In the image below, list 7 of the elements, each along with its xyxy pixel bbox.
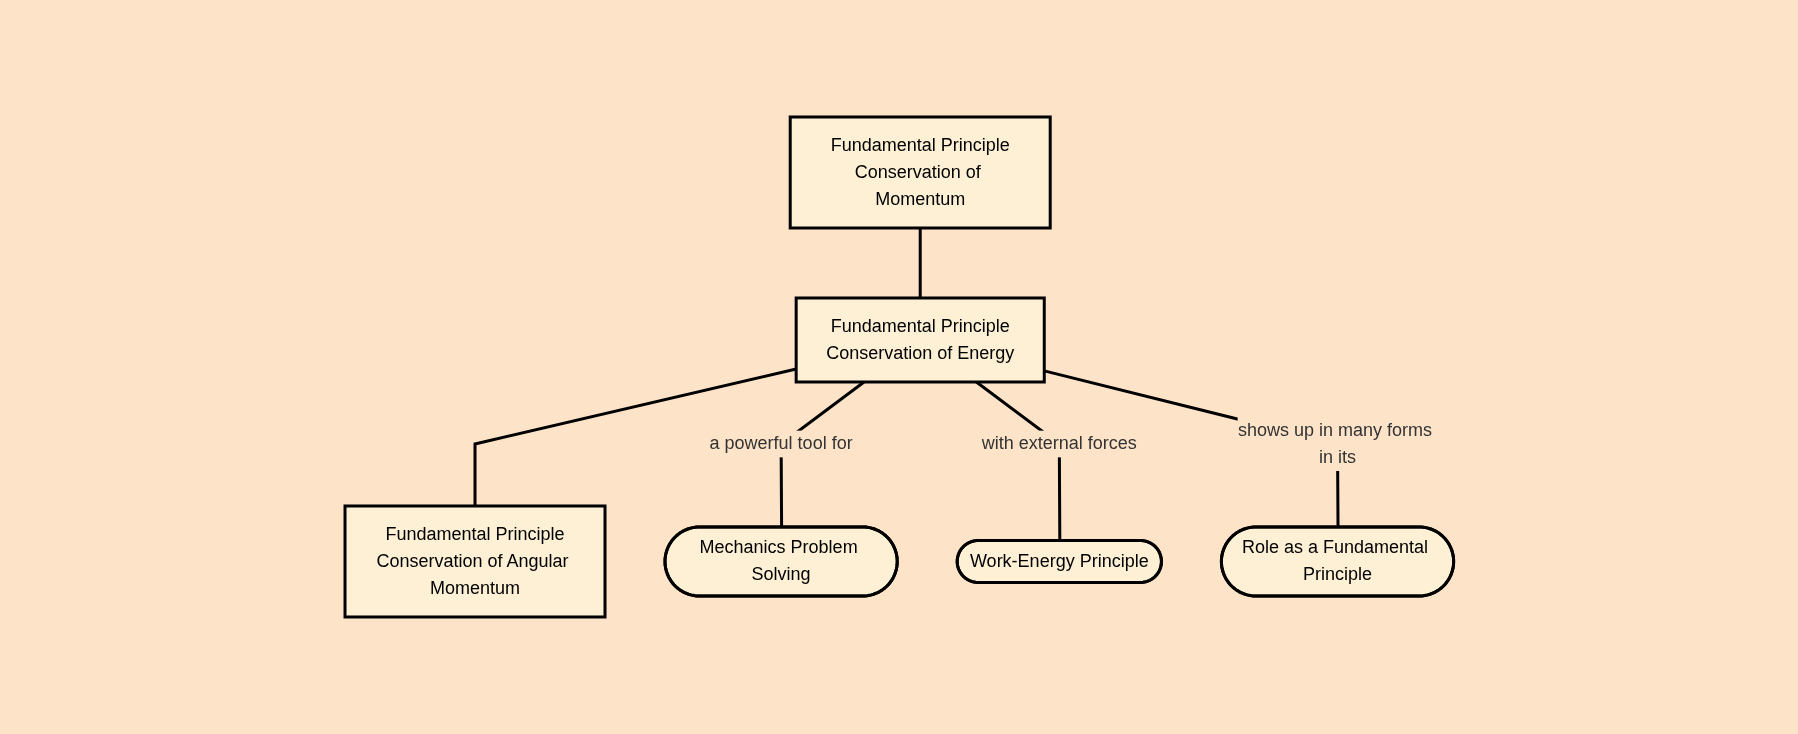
edge-label: shows up in many forms in its [1237, 419, 1432, 467]
edge-label: a powerful tool for [709, 433, 853, 454]
connector [918, 228, 922, 298]
node-box: Fundamental Principle Conservation of Momentum [788, 115, 1052, 230]
edge-label: with external forces [981, 433, 1137, 454]
node-box: Fundamental Principle Conservation of Angular Momentum [343, 504, 607, 619]
node-box: Fundamental Principle Conservation of Energy [794, 296, 1046, 384]
